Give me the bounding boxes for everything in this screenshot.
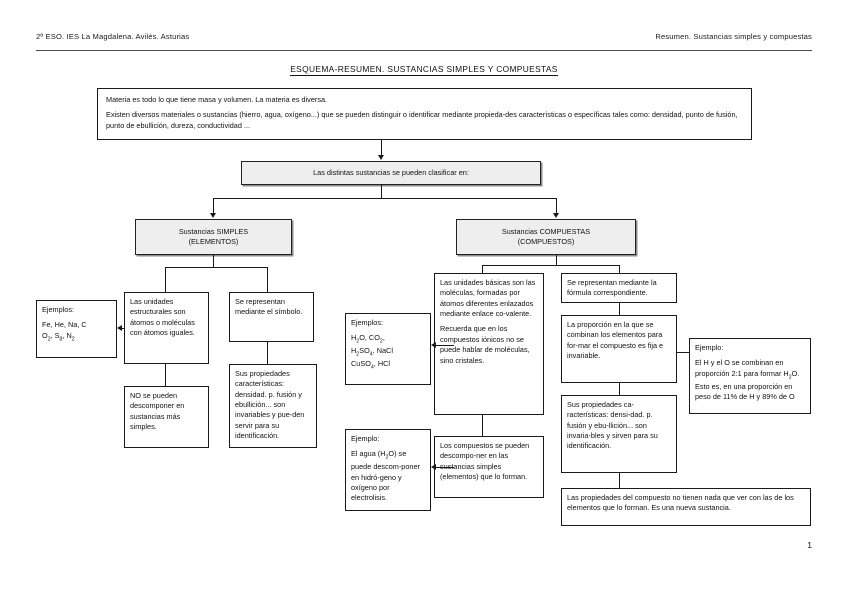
connector-units-to-formula-examples xyxy=(436,345,454,346)
compuestas-examples-line-1: H2O, CO2, xyxy=(351,333,385,345)
simples-header-box: Sustancias SIMPLES (ELEMENTOS) xyxy=(135,219,292,255)
connector-compuestas-left-stem xyxy=(482,265,483,273)
connector-split-right xyxy=(556,198,557,216)
connector-compuestas-right-stem xyxy=(619,265,620,273)
compuestas-properties-text: Sus propiedades ca-racterísticas: densi-… xyxy=(567,400,658,451)
simples-symbol-box: Se representan mediante el símbolo. xyxy=(229,292,314,342)
intro-box: Materia es todo lo que tiene masa y volu… xyxy=(97,88,752,140)
connector-units-to-decompose xyxy=(482,415,483,436)
connector-symbol-to-properties xyxy=(267,342,268,364)
compuestas-formula-box: Se representan mediante la fórmula corre… xyxy=(561,273,677,303)
simples-examples-line-1: Fe, He, Na, C xyxy=(42,320,87,330)
classify-box: Las distintas sustancias se pueden clasi… xyxy=(241,161,541,185)
intro-line-1: Materia es todo lo que tiene masa y volu… xyxy=(106,95,328,104)
header-rule xyxy=(36,50,812,51)
classify-text: Las distintas sustancias se pueden clasi… xyxy=(313,167,469,177)
connector-split-left xyxy=(213,198,214,216)
compuestas-properties-box: Sus propiedades ca-racterísticas: densi-… xyxy=(561,395,677,473)
connector-decompose-to-example xyxy=(436,467,454,468)
simples-examples-label: Ejemplos: xyxy=(42,305,75,314)
compuestas-examples-line-3: CuSO4, HCl xyxy=(351,359,391,371)
compuestas-examples-line-2: H2SO4, NaCl xyxy=(351,346,393,358)
connector-classify-down xyxy=(381,185,382,198)
simples-no-decompose-text: NO se pueden descomponer en sustancias m… xyxy=(130,391,185,432)
arrow-to-compuestas xyxy=(552,213,559,218)
header-right: Resumen. Sustancias simples y compuestas xyxy=(655,32,812,41)
compuestas-units-box: Las unidades básicas son las moléculas, … xyxy=(434,273,544,415)
connector-formula-to-proportion xyxy=(619,303,620,315)
compuestas-decompose-example-label: Ejemplo: xyxy=(351,434,380,443)
arrow-units-to-formula-examples xyxy=(431,341,436,348)
connector-intro-classify xyxy=(381,140,382,158)
compuestas-new-substance-box: Las propiedades del compuesto no tienen … xyxy=(561,488,811,526)
compuestas-new-substance-text: Las propiedades del compuesto no tienen … xyxy=(567,493,794,513)
compuestas-proportion-box: La proporción en la que se combinan los … xyxy=(561,315,677,383)
compuestas-decompose-example-box: Ejemplo: El agua (H2O) se puede descom-p… xyxy=(345,429,431,511)
connector-proportion-to-example xyxy=(677,352,689,353)
compuestas-title-line-1: Sustancias COMPUESTAS xyxy=(501,226,591,236)
compuestas-header-box: Sustancias COMPUESTAS (COMPUESTOS) xyxy=(456,219,636,255)
simples-properties-text: Sus propiedades características: densida… xyxy=(235,369,305,441)
connector-simples-right-stem xyxy=(267,267,268,292)
connector-simples-left-stem xyxy=(165,267,166,292)
compuestas-units-paragraph-1: Las unidades básicas son las moléculas, … xyxy=(440,278,536,319)
compuestas-example-box: Ejemplo: El H y el O se combinan en prop… xyxy=(689,338,811,414)
compuestas-examples-label: Ejemplos: xyxy=(351,318,384,327)
arrow-to-simples xyxy=(209,213,216,218)
connector-proportion-to-properties xyxy=(619,383,620,395)
simples-units-box: Las unidades estructurales son átomos o … xyxy=(124,292,209,364)
header-left: 2º ESO. IES La Magdalena. Avilés. Asturi… xyxy=(36,32,190,41)
simples-title-line-2: (ELEMENTOS) xyxy=(188,237,239,246)
intro-line-2: Existen diversos materiales o sustancias… xyxy=(106,110,738,130)
connector-units-to-nodecompose xyxy=(165,364,166,386)
simples-no-decompose-box: NO se pueden descomponer en sustancias m… xyxy=(124,386,209,448)
simples-units-text: Las unidades estructurales son átomos o … xyxy=(130,297,195,338)
connector-simples-down xyxy=(213,255,214,267)
compuestas-example-text: El H y el O se combinan en proporción 2:… xyxy=(695,358,800,401)
connector-simples-split xyxy=(165,267,267,268)
compuestas-example-label: Ejemplo: xyxy=(695,343,724,352)
page-number: 1 xyxy=(807,540,812,550)
arrow-decompose-to-example xyxy=(431,463,436,470)
simples-properties-box: Sus propiedades características: densida… xyxy=(229,364,317,448)
simples-symbol-text: Se representan mediante el símbolo. xyxy=(235,297,303,317)
compuestas-decompose-example-text: El agua (H2O) se puede descom-poner en h… xyxy=(351,449,420,503)
compuestas-examples-box: Ejemplos: H2O, CO2, H2SO4, NaCl CuSO4, H… xyxy=(345,313,431,385)
connector-compuestas-down xyxy=(556,255,557,265)
compuestas-formula-text: Se representan mediante la fórmula corre… xyxy=(567,278,657,298)
connector-split-horizontal xyxy=(213,198,556,199)
connector-properties-to-new-substance xyxy=(619,473,620,488)
arrow-intro-classify xyxy=(377,155,384,160)
connector-compuestas-split xyxy=(482,265,619,266)
simples-title-line-1: Sustancias SIMPLES xyxy=(178,226,249,236)
compuestas-decompose-text: Los compuestos se pueden descompo-ner en… xyxy=(440,441,530,482)
compuestas-title-line-2: (COMPUESTOS) xyxy=(517,237,575,246)
compuestas-proportion-text: La proporción en la que se combinan los … xyxy=(567,320,664,361)
page-title: ESQUEMA-RESUMEN. SUSTANCIAS SIMPLES Y CO… xyxy=(0,64,848,76)
page-title-text: ESQUEMA-RESUMEN. SUSTANCIAS SIMPLES Y CO… xyxy=(290,64,558,76)
arrow-units-to-examples xyxy=(117,324,122,331)
simples-examples-line-2: O2, S8, N2 xyxy=(42,330,75,343)
simples-examples-box: Ejemplos: Fe, He, Na, C O2, S8, N2 xyxy=(36,300,117,358)
compuestas-units-paragraph-2: Recuerda que en los compuestos iónicos n… xyxy=(440,324,530,365)
